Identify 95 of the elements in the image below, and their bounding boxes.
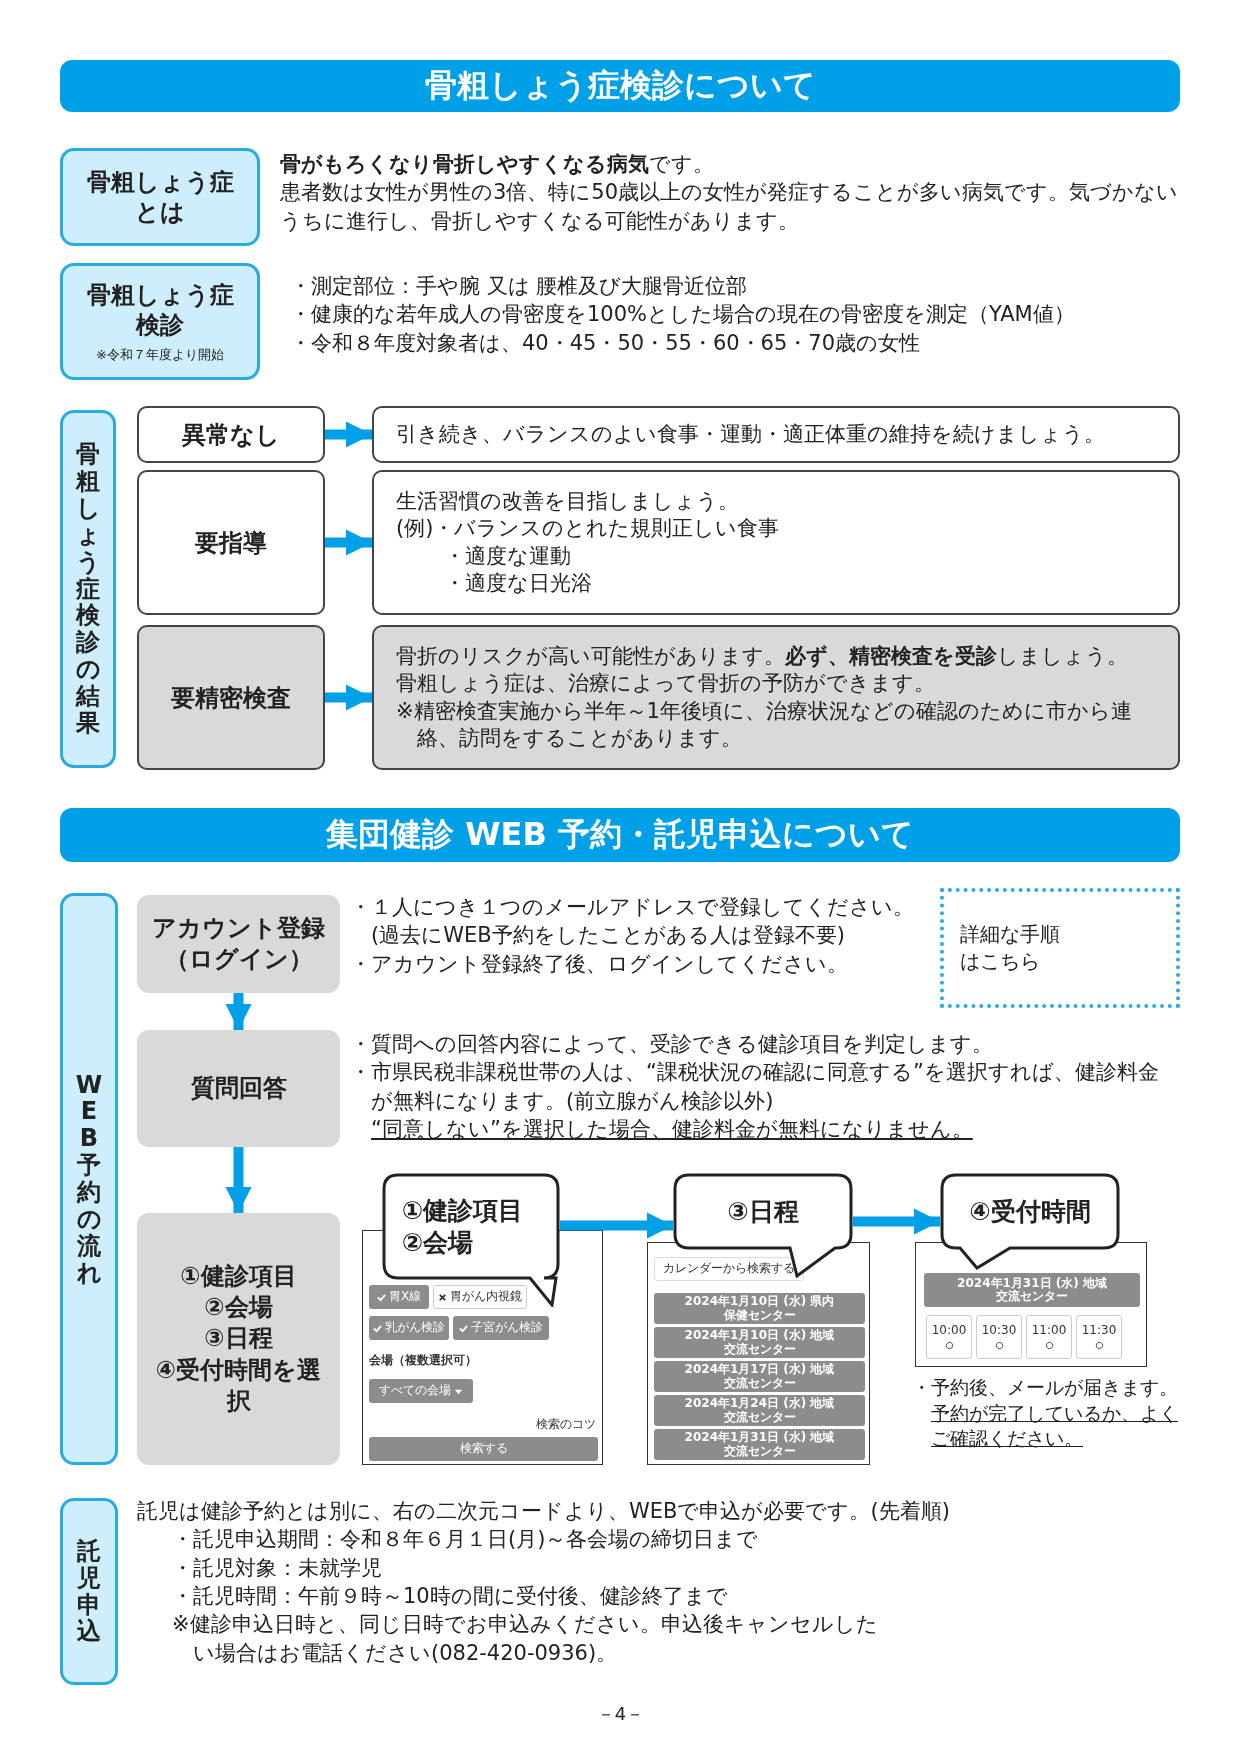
step-box	[137, 1213, 340, 1465]
result-category-box	[137, 406, 325, 463]
option-toggle: 胃がん内視鏡	[433, 1285, 527, 1309]
description-text: ・託児対象：未就学児	[172, 1554, 383, 1582]
vertical-heading: WEB予約の流れ	[75, 1071, 103, 1287]
search-button: 検索する	[369, 1437, 598, 1461]
step-box	[137, 895, 340, 993]
description-text: 託児は健診予約とは別に、右の二次元コードより、WEBで申込が必要です。(先着順)	[137, 1498, 951, 1525]
description-text: 骨がもろくなり骨折しやすくなる病気です。	[280, 151, 715, 178]
description-text: 予約が完了しているか、よくご確認ください。	[931, 1400, 1179, 1452]
advice-text: ・適度な運動	[444, 542, 571, 570]
date-venue-button: 2024年1月10日 (水) 県内保健センター	[654, 1293, 865, 1324]
description-text: ・健康的な若年成人の骨密度を100%とした場合の現在の骨密度を測定（YAM値）	[290, 301, 1076, 329]
arrow	[325, 421, 372, 448]
field-heading: 会場（複数選択可）	[369, 1352, 478, 1370]
topic-title: 骨粗しょう症検診	[85, 279, 235, 340]
advice-text: 骨粗しょう症は、治療によって骨折の予防ができます。	[396, 670, 935, 698]
advice-text: 骨折のリスクが高い可能性があります。必ず、精密検査を受診しましょう。	[396, 642, 1128, 670]
description-text: ・１人につき１つのメールアドレスで登録してください。	[350, 894, 915, 921]
step-label: ①健診項目	[179, 1261, 298, 1293]
screenshot-panel	[647, 1242, 870, 1465]
result-category-box	[137, 625, 325, 770]
link-prompt: 詳細な手順はこちら	[960, 921, 1061, 975]
description-text: ・測定部位：手や腕 又は 腰椎及び大腿骨近位部	[290, 273, 749, 300]
time-slot-button: 10:30	[976, 1315, 1022, 1359]
description-text: ・託児時間：午前９時～10時の間に受付後、健診終了まで	[172, 1583, 729, 1611]
description-text: ・託児申込期間：令和８年６月１日(月)～各会場の締切日まで	[172, 1526, 760, 1554]
time-slot-button: 10:00	[926, 1315, 972, 1359]
arrow	[225, 1147, 252, 1213]
info-box	[940, 888, 1180, 1008]
advice-box	[372, 470, 1180, 615]
date-venue-button: 2024年1月24日 (水) 地域交流センター	[654, 1395, 865, 1426]
description-text: ・令和８年度対象者は、40・45・50・55・60・65・70歳の女性	[290, 329, 922, 357]
advice-box	[372, 406, 1180, 463]
section-title: 骨粗しょう症検診について	[424, 65, 816, 106]
step-label: ④受付時間を選択	[154, 1354, 323, 1417]
description-text: ・質問への回答内容によって、受診できる健診項目を判定します。	[350, 1031, 994, 1058]
date-venue-button: 2024年1月31日 (水) 地域交流センター	[654, 1429, 865, 1460]
vertical-heading-band	[60, 1498, 118, 1685]
bubble-label: ④受付時間	[969, 1195, 1091, 1228]
time-slot-button: 11:00	[1026, 1315, 1072, 1359]
arrow	[560, 1212, 673, 1239]
step-label: ②会場	[203, 1292, 274, 1324]
step-box	[137, 1030, 340, 1147]
step-label: ③日程	[203, 1323, 274, 1355]
category-label: 要精密検査	[171, 682, 291, 714]
step-label: アカウント登録（ログイン）	[151, 912, 326, 975]
step-label: 質問回答	[189, 1072, 288, 1104]
arrow	[225, 993, 252, 1030]
advice-text: ・適度な日光浴	[444, 569, 592, 597]
vertical-heading: 託児申込	[76, 1537, 102, 1646]
category-label: 要指導	[195, 527, 267, 559]
vertical-heading-band	[60, 410, 116, 768]
description-text: “同意しない”を選択した場合、健診料金が無料になりません。	[371, 1116, 974, 1144]
bubble-label: ①健診項目②会場	[402, 1195, 525, 1258]
arrow	[325, 529, 372, 556]
description-text: ※健診申込日時と、同じ日時でお申込みください。申込後キャンセルしたい場合はお電話ください(082-420-0936)。	[172, 1611, 879, 1667]
callout-tooltip	[382, 1173, 560, 1307]
bubble-label: ③日程	[727, 1195, 799, 1228]
page-number: －4－	[596, 1703, 645, 1724]
option-toggle: 胃X線	[369, 1285, 429, 1309]
advice-text: ※精密検査実施から半年～1年後頃に、治療状況などの確認のために市から連絡、訪問をすることがあります。	[396, 697, 1133, 752]
note-text: ※令和７年度より開始	[96, 345, 224, 364]
result-category-box	[137, 470, 325, 615]
option-toggle: 乳がん検診	[369, 1316, 449, 1340]
help-link: 検索のコツ	[535, 1416, 596, 1434]
topic-title: 骨粗しょう症とは	[85, 167, 235, 227]
arrow	[325, 684, 372, 711]
option-toggle: 子宮がん検診	[453, 1316, 549, 1340]
arrow	[853, 1208, 940, 1235]
advice-text: (例)・バランスのとれた規則正しい食事	[396, 515, 780, 543]
description-text: ・市県民税非課税世帯の人は、“課税状況の確認に同意する”を選択すれば、健診料金が無料になります。(前立腺がん検診以外)	[350, 1059, 1160, 1115]
advice-text: 生活習慣の改善を目指しましょう。	[396, 487, 739, 515]
vertical-heading-band	[60, 893, 118, 1465]
section-title: 集団健診 WEB 予約・託児申込について	[326, 814, 914, 855]
topic-label-box	[60, 263, 260, 380]
category-label: 異常なし	[182, 419, 280, 451]
description-text: ・アカウント登録終了後、ログインしてください。	[350, 950, 849, 978]
time-slot-button: 11:30	[1076, 1315, 1122, 1359]
advice-box	[372, 625, 1180, 770]
callout-tooltip	[940, 1173, 1120, 1270]
section-header-band	[60, 60, 1180, 112]
description-text: 患者数は女性が男性の3倍、特に50歳以上の女性が発症することが多い病気です。気づかないうちに進行し、骨折しやすくなる可能性があります。	[280, 179, 1180, 235]
description-text: ・予約後、メールが届きます。	[912, 1375, 1179, 1400]
date-venue-button: 2024年1月10日 (水) 地域交流センター	[654, 1327, 865, 1358]
date-venue-button: 2024年1月17日 (水) 地域交流センター	[654, 1361, 865, 1392]
topic-label-box	[60, 148, 260, 246]
section-header-band	[60, 808, 1180, 862]
advice-text: 引き続き、バランスのよい食事・運動・適正体重の維持を続けましょう。	[396, 420, 1105, 448]
callout-tooltip	[673, 1173, 853, 1278]
dropdown-button: すべての会場	[369, 1379, 473, 1403]
description-text: (過去にWEB予約をしたことがある人は登録不要)	[371, 922, 846, 950]
vertical-heading: 骨粗しょう症検診の結果	[74, 441, 102, 737]
screenshot-panel	[915, 1242, 1147, 1367]
date-venue-button: 2024年1月31日 (水) 地域交流センター	[924, 1273, 1140, 1307]
